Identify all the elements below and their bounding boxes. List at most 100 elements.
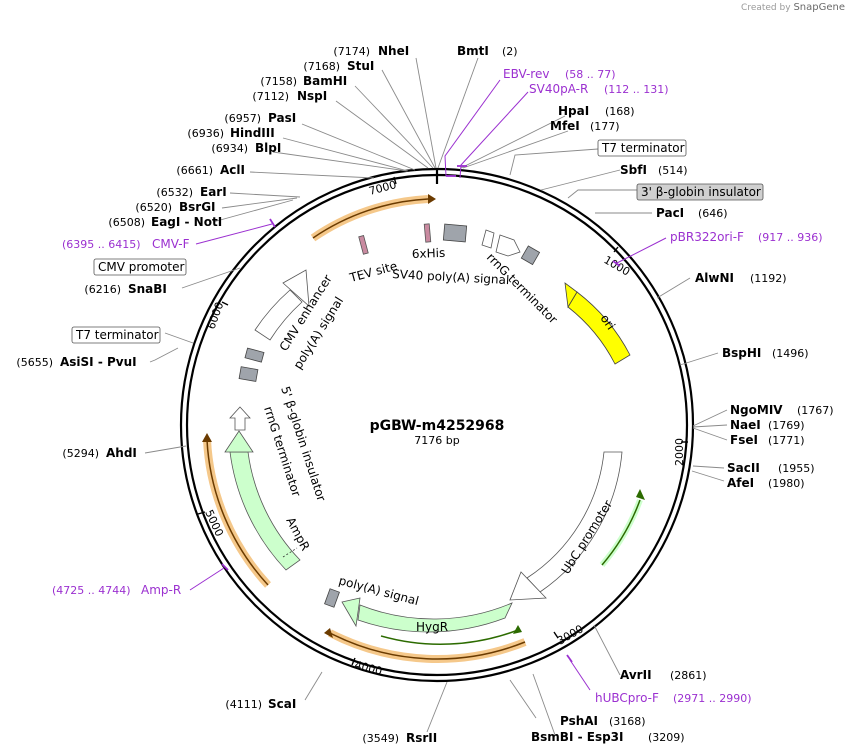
site-name: SacII — [727, 461, 760, 475]
site-pos: (646) — [698, 207, 728, 220]
primer-name: hUBCpro-F — [595, 691, 659, 705]
ampr-feature — [229, 451, 301, 571]
site-pos: (6957) — [224, 112, 261, 125]
site-pos: (6936) — [187, 127, 224, 140]
hygr-arrowhead — [341, 597, 361, 628]
site-pos: (7158) — [260, 75, 297, 88]
site-name: StuI — [347, 59, 374, 73]
primer-marks — [221, 165, 621, 663]
site-name: PacI — [656, 206, 684, 220]
primer-leaders — [189, 79, 667, 691]
leader-lines — [144, 57, 728, 736]
map-name: pGBW-m4252968 — [370, 418, 505, 434]
site-name: BamHI — [303, 74, 347, 88]
tick-3000 — [553, 631, 559, 639]
hygr-label: HygR — [416, 620, 448, 634]
orf-arc-left-line — [206, 439, 269, 586]
primer-name: pBR322ori-F — [670, 230, 744, 244]
tick-label-4000: 4000 — [353, 658, 383, 678]
tick-label-6000: 6000 — [205, 300, 227, 331]
backbone-outer — [179, 167, 695, 683]
tev-site-label: TEV site — [347, 259, 399, 285]
site-name: ScaI — [268, 697, 296, 711]
site-pos: (1767) — [797, 404, 834, 417]
site-name: HpaI — [558, 104, 589, 118]
site-labels: (7174) NheI BmtI (2) (7168) StuI (7158) … — [16, 44, 833, 745]
site-name: BspHI — [722, 346, 761, 360]
ubc-promoter-feature — [526, 451, 623, 593]
his-tag-label: 6xHis — [412, 246, 446, 261]
primer-pos: (4725 .. 4744) — [52, 584, 131, 597]
site-pos: (514) — [658, 164, 688, 177]
site-pos: (6934) — [211, 142, 248, 155]
site-name: EarI — [200, 185, 227, 199]
hygr-feature — [357, 602, 513, 633]
site-name: NspI — [297, 89, 327, 103]
site-pos: (4111) — [225, 698, 262, 711]
site-pos: (3209) — [648, 731, 685, 744]
site-name: NheI — [378, 44, 409, 58]
site-pos: (7112) — [252, 90, 289, 103]
site-pos: (6216) — [84, 283, 121, 296]
site-name: NaeI — [730, 418, 761, 432]
ori-arrowhead — [564, 282, 578, 309]
ubc-promoter-arrowhead — [509, 571, 547, 601]
brand-prefix: Created by — [741, 3, 791, 13]
gray-box-left-1 — [244, 347, 265, 363]
site-pos: (2) — [502, 45, 518, 58]
orf-arc-top-head — [428, 194, 436, 204]
site-pos: (6532) — [156, 186, 193, 199]
site-pos: (168) — [605, 105, 635, 118]
site-name: SnaBI — [128, 282, 167, 296]
orf-arc-top — [310, 195, 429, 242]
primer-pos: (2971 .. 2990) — [673, 692, 752, 705]
site-name: AlwNI — [695, 271, 734, 285]
site-pos: (2861) — [670, 669, 707, 682]
site-pos: (6661) — [176, 164, 213, 177]
primer-pos: (58 .. 77) — [565, 68, 616, 81]
site-name: BsrGI — [179, 200, 216, 214]
globin-insulator-3-feature — [520, 245, 541, 266]
site-name: PasI — [268, 111, 296, 125]
cmv-enhancer-feature — [254, 289, 303, 341]
primer-labels: EBV-rev (58 .. 77) SV40pA-R (112 .. 131)… — [52, 67, 823, 705]
site-name: AclI — [220, 163, 245, 177]
ori-feature — [567, 291, 631, 365]
ubc-green-arc-line — [601, 499, 641, 566]
primer-name: EBV-rev — [503, 67, 549, 81]
site-name: SbfI — [620, 163, 647, 177]
site-name: HindIII — [230, 126, 275, 140]
site-pos: (7168) — [303, 60, 340, 73]
snapgene-brand: Created by SnapGene — [741, 2, 845, 13]
boxed-feature-labels: T7 terminator 3' β-globin insulator CMV … — [71, 139, 764, 344]
site-pos: (1771) — [768, 434, 805, 447]
site-name: AvrII — [620, 668, 652, 682]
rrng-terminator-arrow-2 — [495, 234, 521, 257]
site-pos: (1769) — [768, 419, 805, 432]
site-name: AhdI — [106, 446, 137, 460]
tick-7000 — [393, 176, 397, 185]
site-pos: (6508) — [108, 216, 145, 229]
site-name: BmtI — [457, 44, 489, 58]
site-pos: (177) — [590, 120, 620, 133]
site-name: BlpI — [255, 141, 281, 155]
primer-pos: (917 .. 936) — [758, 231, 823, 244]
site-name: FseI — [730, 433, 758, 447]
globin-insulator-5-feature — [229, 406, 251, 431]
tick-label-2000: 2000 — [673, 438, 686, 466]
t7-terminator-box-label: T7 terminator — [601, 141, 685, 155]
site-name: AfeI — [727, 476, 754, 490]
site-name: AsiSI - PvuI — [60, 355, 137, 369]
tev-site-feature — [358, 235, 369, 255]
orf-arc-top-line — [312, 198, 429, 239]
rrng-terminator-label-1: rrnG terminator — [484, 250, 560, 326]
globin-insulator-box-label: 3' β-globin insulator — [641, 185, 761, 199]
primer-name: Amp-R — [141, 583, 181, 597]
site-pos: (5294) — [62, 447, 99, 460]
gray-box-left-2 — [238, 366, 259, 382]
tick-1000 — [613, 246, 619, 253]
site-pos: (1955) — [778, 462, 815, 475]
primer-pos: (112 .. 131) — [604, 83, 669, 96]
tick-5000 — [197, 511, 206, 515]
site-pos: (1496) — [772, 347, 809, 360]
